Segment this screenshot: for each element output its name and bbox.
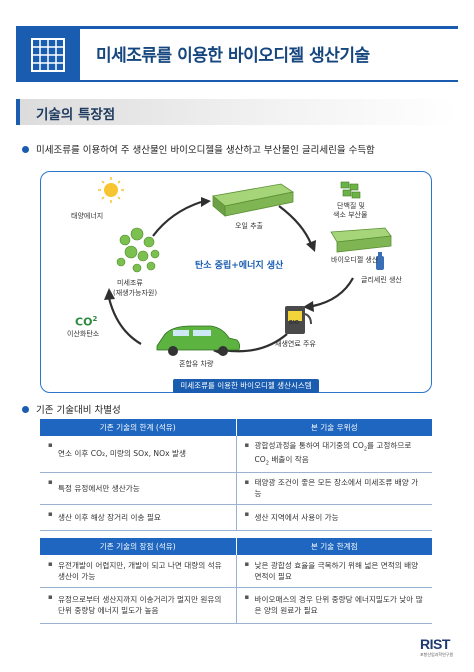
process-diagram: 태양에너지 미세조류 (재생가능자원) 오일 추출 단백질 및 색소 부산물 바… <box>40 171 432 393</box>
logo-sub: 포항산업과학연구원 <box>420 652 454 657</box>
table-cell: 연소 이후 CO₂, 미량의 SOx, NOx 발생 <box>40 436 237 473</box>
table-cell: 생산 지역에서 사용이 가능 <box>236 504 432 531</box>
process-diagram-graphic <box>98 177 392 356</box>
table-cell: 유전개발이 어렵지만, 개발이 되고 나면 대량의 석유 생산이 가능 <box>40 555 237 588</box>
oil-extraction-icon <box>212 183 295 217</box>
algae-cluster-icon <box>116 227 160 273</box>
table-header: 기존 기술의 장점 (석유) <box>40 538 237 555</box>
table-cell: 생산 이후 해상 장거리 이송 필요 <box>40 504 237 531</box>
grid-icon <box>16 29 80 80</box>
glycerin-bottle-icon <box>376 252 384 270</box>
table-cell: 낮은 광합성 효율을 극복하기 위해 넓은 면적의 배양 면적이 필요 <box>236 555 432 588</box>
table-cell: 광합성과정을 통하여 대기중의 CO2를 고정하므로 CO2 배출이 작음 <box>236 436 432 473</box>
limitation-table: 기존 기술의 장점 (석유) 본 기술 한계점 유전개발이 어렵지만, 개발이 … <box>40 538 432 624</box>
section-heading: 기술의 특장점 <box>16 99 458 125</box>
car-icon <box>156 325 241 356</box>
sunlight-label: 태양에너지 <box>71 212 104 220</box>
table-cell: 태양광 조건이 좋은 모든 장소에서 미세조류 배양 가능 <box>236 472 432 505</box>
table-cell: 유정으로부터 생산지까지 이송거리가 멀지만 원유의 단위 중량당 에너지 밀도… <box>40 587 237 624</box>
summary-bullet: 미세조류를 이용하여 주 생산물인 바이오디젤을 생산하고 부산물인 글리세린을… <box>22 142 375 156</box>
sun-icon <box>98 177 124 203</box>
co2-desc-label: 이산화탄소 <box>67 330 100 338</box>
table-header: 본 기술 한계점 <box>236 538 432 555</box>
byproduct-icon <box>340 181 361 199</box>
page-title: 미세조류를 이용한 바이오디젤 생산기술 <box>96 46 370 66</box>
table-header: 기존 기술의 한계 (석유) <box>40 419 237 436</box>
page-header: 미세조류를 이용한 바이오디젤 생산기술 <box>16 26 458 82</box>
comparison-title: 기존 기술대비 차별성 <box>36 405 121 416</box>
bio-label: BIO <box>289 320 299 326</box>
table-row: 특정 유정에서만 생산가능 태양광 조건이 좋은 모든 장소에서 미세조류 배양… <box>40 472 432 505</box>
rist-logo: RIST 포항산업과학연구원 <box>420 636 453 658</box>
table-row: 연소 이후 CO₂, 미량의 SOx, NOx 발생 광합성과정을 통하여 대기… <box>40 436 432 473</box>
table-cell: 특정 유정에서만 생산가능 <box>40 472 237 505</box>
diagram-caption: 미세조류를 이용한 바이오디젤 생산시스템 <box>173 379 319 393</box>
table-row: 생산 이후 해상 장거리 이송 필요 생산 지역에서 사용이 가능 <box>40 504 432 531</box>
comparison-bullet: 기존 기술대비 차별성 <box>22 402 121 416</box>
center-caption: 탄소 중립+에너지 생산 <box>195 261 284 271</box>
advantage-table: 기존 기술의 한계 (석유) 본 기술 우위성 연소 이후 CO₂, 미량의 S… <box>40 419 432 531</box>
algae-label: 미세조류 <box>117 279 143 287</box>
fuel-pump-icon <box>285 306 312 334</box>
table-header: 본 기술 우위성 <box>236 419 432 436</box>
biodiesel-refinery-icon <box>330 227 392 253</box>
refuel-label: 재생연료 주유 <box>275 340 316 348</box>
algae-sub-label: (재생가능자원) <box>113 289 158 297</box>
logo-name: RIST <box>420 636 450 652</box>
oil-extraction-label: 오일 추출 <box>235 222 263 230</box>
byproduct-label-1: 단백질 및 <box>337 202 365 210</box>
table-row: 유전개발이 어렵지만, 개발이 되고 나면 대량의 석유 생산이 가능 낮은 광… <box>40 555 432 588</box>
byproduct-label-2: 색소 부산물 <box>333 211 368 219</box>
section-title: 기술의 특장점 <box>36 107 116 123</box>
bullet-dot-icon <box>22 145 29 153</box>
table-cell: 바이오매스의 경우 단위 중량당 에너지밀도가 낮아 많은 양의 원료가 필요 <box>236 587 432 624</box>
bullet-dot-icon <box>22 405 29 413</box>
hybrid-car-label: 혼합유 차량 <box>179 360 214 368</box>
co2-label: CO2 <box>75 315 98 329</box>
table-row: 유정으로부터 생산지까지 이송거리가 멀지만 원유의 단위 중량당 에너지 밀도… <box>40 587 432 624</box>
biodiesel-label: 바이오디젤 생산 <box>331 256 379 264</box>
summary-text: 미세조류를 이용하여 주 생산물인 바이오디젤을 생산하고 부산물인 글리세린을… <box>36 145 375 156</box>
glycerin-label: 글리세린 생산 <box>361 276 402 284</box>
